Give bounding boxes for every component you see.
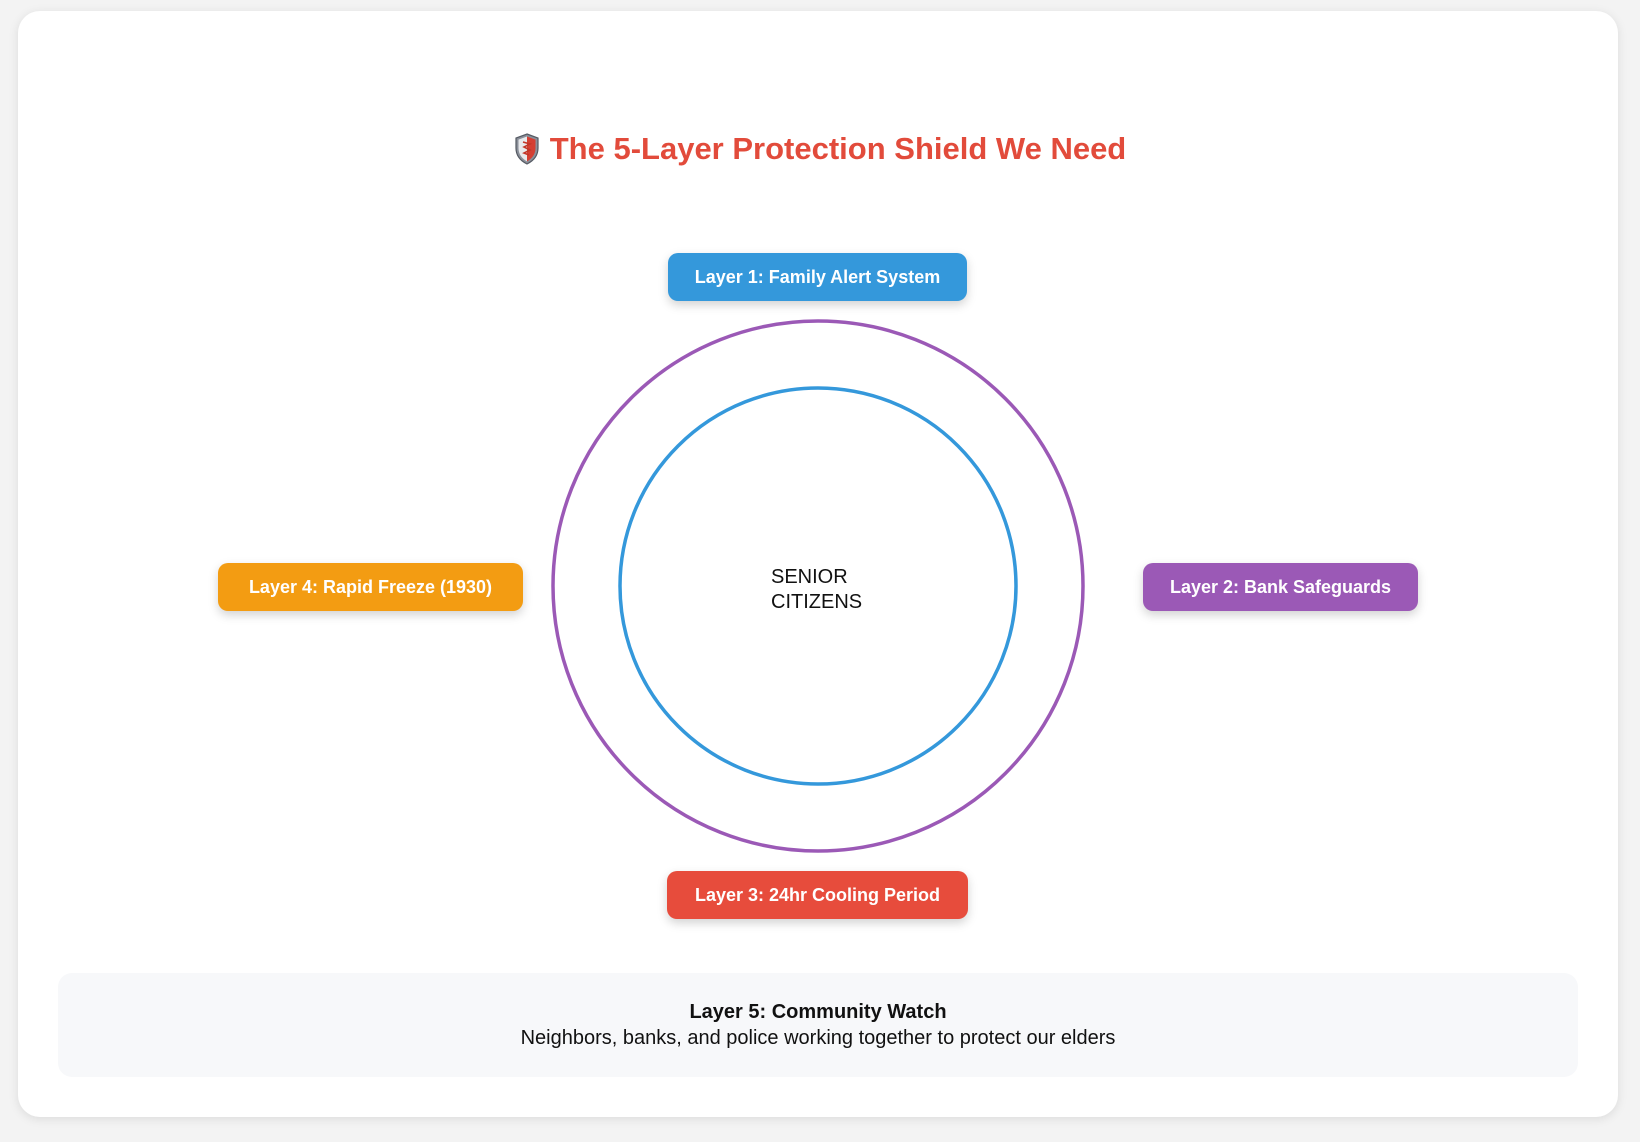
title-text: The 5-Layer Protection Shield We Need: [549, 131, 1127, 166]
community-watch-title: Layer 5: Community Watch: [689, 1001, 947, 1023]
shield-icon: [515, 133, 539, 165]
center-label-line2: CITIZENS: [771, 591, 863, 613]
community-watch-description: Neighbors, banks, and police working tog…: [520, 1027, 1116, 1049]
inner-ring: [618, 386, 1018, 786]
layer-2-pill: Layer 2: Bank Safeguards: [1143, 563, 1418, 611]
outer-ring: [551, 319, 1085, 853]
layer-4-pill: Layer 4: Rapid Freeze (1930): [218, 563, 523, 611]
community-watch-panel: Layer 5: Community Watch Neighbors, bank…: [58, 973, 1578, 1077]
layer-3-pill: Layer 3: 24hr Cooling Period: [667, 871, 968, 919]
protection-rings: [551, 319, 1085, 853]
center-label-line1: SENIOR: [771, 566, 848, 588]
page-title: The 5-Layer Protection Shield We Need: [0, 131, 1640, 167]
layer-1-pill: Layer 1: Family Alert System: [668, 253, 967, 301]
center-label: SENIOR CITIZENS: [771, 565, 862, 615]
